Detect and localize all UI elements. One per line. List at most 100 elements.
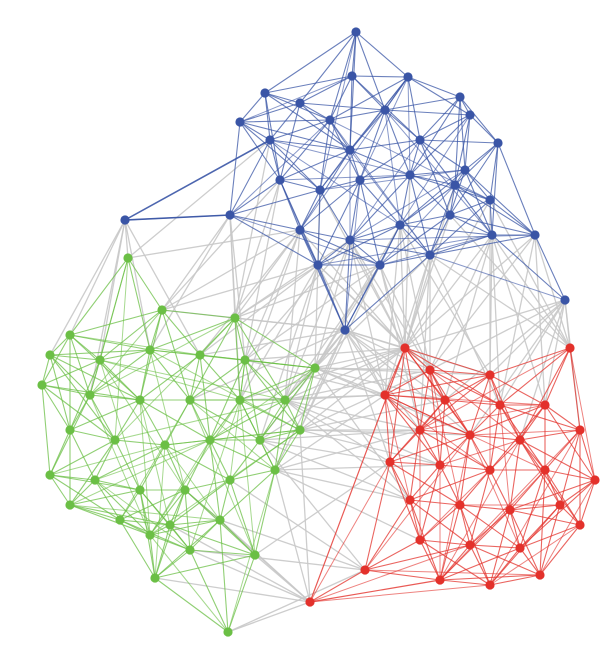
inter-edge	[244, 239, 351, 361]
blue-edge	[384, 109, 471, 116]
blue-edge	[229, 179, 281, 216]
green-edge	[189, 399, 276, 471]
green-edge	[149, 534, 191, 551]
inter-edge	[259, 264, 319, 441]
inter-edge	[317, 264, 386, 396]
inter-edge	[399, 224, 491, 376]
blue-edge	[384, 96, 461, 111]
red-edge	[419, 539, 471, 546]
green-edge	[149, 349, 316, 369]
red-edge	[519, 439, 596, 481]
blue-edge	[459, 96, 466, 171]
inter-edge	[314, 347, 406, 369]
inter-edge	[234, 229, 301, 319]
red-edge	[309, 584, 491, 603]
inter-edge	[314, 367, 446, 401]
blue-edge	[344, 254, 431, 331]
green-edge	[259, 439, 276, 471]
inter-edge	[404, 299, 566, 349]
blue-edge	[489, 199, 536, 236]
blue-edge	[269, 102, 301, 141]
green-edge	[139, 354, 201, 401]
blue-node	[450, 180, 460, 190]
blue-edge	[239, 92, 266, 123]
green-edge	[139, 399, 166, 446]
red-edge	[509, 439, 521, 511]
red-node	[555, 500, 565, 510]
blue-edge	[329, 76, 409, 121]
green-node	[65, 425, 75, 435]
green-node	[195, 350, 205, 360]
inter-edge	[317, 264, 431, 371]
inter-edge	[489, 199, 571, 349]
green-edge	[169, 524, 256, 556]
blue-edge	[317, 239, 351, 266]
green-edge	[259, 429, 301, 441]
blue-edge	[419, 139, 499, 144]
red-edge	[489, 374, 521, 441]
green-node	[65, 330, 75, 340]
green-edge	[69, 504, 121, 521]
blue-node	[325, 115, 335, 125]
green-node	[225, 475, 235, 485]
red-edge	[309, 347, 406, 603]
green-edge	[139, 399, 151, 536]
red-edge	[559, 429, 581, 506]
blue-edge	[239, 75, 353, 123]
green-edge	[229, 469, 276, 481]
inter-edge	[429, 234, 493, 371]
inter-edge	[284, 399, 411, 501]
green-edge	[114, 439, 141, 491]
blue-edge	[299, 149, 351, 231]
green-edge	[94, 479, 141, 491]
blue-edge	[299, 229, 351, 241]
red-edge	[429, 369, 461, 506]
green-node	[95, 355, 105, 365]
red-edge	[569, 347, 581, 431]
green-node	[165, 520, 175, 530]
blue-edge	[349, 149, 431, 256]
red-edge	[409, 499, 461, 506]
inter-edge	[169, 524, 311, 603]
green-edge	[139, 399, 211, 441]
red-edge	[384, 394, 491, 471]
blue-edge	[355, 31, 409, 78]
red-edge	[419, 369, 431, 431]
blue-edge	[317, 179, 361, 266]
green-edge	[219, 479, 231, 521]
blue-edge	[454, 114, 471, 186]
inter-edge	[534, 234, 546, 406]
red-edge	[364, 539, 421, 571]
green-edge	[94, 444, 166, 481]
inter-edge	[284, 229, 301, 401]
red-node	[380, 390, 390, 400]
green-node	[110, 435, 120, 445]
blue-edge	[355, 31, 386, 111]
green-edge	[184, 479, 231, 491]
green-node	[150, 573, 160, 583]
inter-edge	[274, 469, 411, 501]
blue-node	[465, 110, 475, 120]
green-edge	[284, 399, 301, 431]
blue-edge	[317, 224, 401, 266]
red-edge	[499, 404, 511, 511]
green-node	[235, 395, 245, 405]
inter-edge	[314, 239, 351, 369]
green-edge	[209, 439, 221, 521]
blue-node	[445, 210, 455, 220]
green-node	[280, 395, 290, 405]
red-node	[415, 425, 425, 435]
inter-edge	[154, 577, 311, 603]
red-edge	[469, 374, 491, 436]
red-edge	[509, 509, 541, 576]
blue-community-edges	[124, 31, 566, 331]
red-edge	[409, 469, 491, 501]
green-node	[185, 395, 195, 405]
green-edge	[49, 439, 116, 476]
green-node	[185, 545, 195, 555]
inter-edge	[299, 429, 471, 436]
red-edge	[404, 347, 421, 431]
red-edge	[404, 347, 491, 376]
green-edge	[99, 359, 241, 401]
blue-edge	[269, 139, 411, 176]
